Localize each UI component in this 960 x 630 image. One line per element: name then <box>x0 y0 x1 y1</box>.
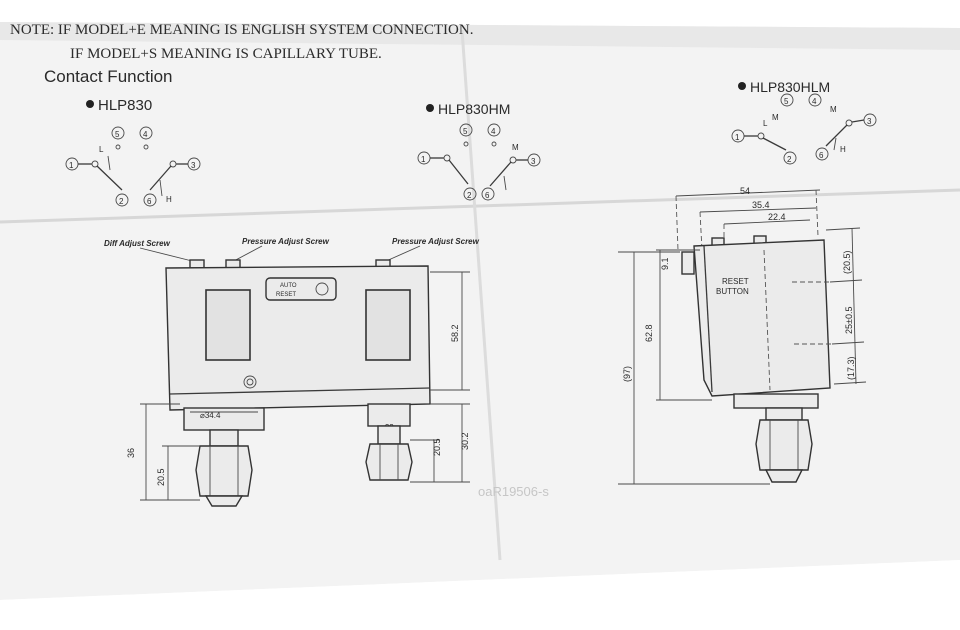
svg-text:1: 1 <box>735 133 740 142</box>
side-view-drawing: 54 35.4 22.4 RESET BUTTON 9.1 62.8 <box>618 186 867 485</box>
note-line-1: NOTE: IF MODEL+E MEANING IS ENGLISH SYST… <box>10 22 473 38</box>
terminal-icon <box>481 187 495 201</box>
terminal-icon <box>815 147 829 161</box>
diff-adjust-label: Diff Adjust Screw <box>104 239 171 248</box>
side-bellows <box>733 393 819 409</box>
dim-screw-height: 9.1 <box>660 257 670 270</box>
dim-middle: 25±0.5 <box>844 307 854 334</box>
svg-text:AUTO: AUTO <box>280 283 297 289</box>
terminal-icon <box>143 193 157 207</box>
right-fitting-nut <box>365 443 413 481</box>
svg-text:4: 4 <box>812 97 817 106</box>
svg-text:1: 1 <box>421 155 426 164</box>
svg-text:4: 4 <box>143 130 148 139</box>
svg-text:6: 6 <box>485 191 490 200</box>
svg-text:6: 6 <box>147 197 152 206</box>
pressure-adjust-label-left: Pressure Adjust Screw <box>242 237 330 246</box>
svg-text:6: 6 <box>819 151 824 160</box>
terminal-icon <box>111 126 125 140</box>
svg-text:5: 5 <box>463 127 468 136</box>
terminal-icon <box>808 93 822 107</box>
svg-text:H: H <box>166 195 172 204</box>
paper-shadow <box>0 22 960 50</box>
dim-left-total: 36 <box>126 448 136 458</box>
terminal-icon <box>115 193 129 207</box>
reset-button-label-2: BUTTON <box>716 287 749 296</box>
svg-text:3: 3 <box>531 157 536 166</box>
svg-text:3: 3 <box>191 161 196 170</box>
dim-right-total: 30.2 <box>460 432 470 450</box>
model-label-hlp830: HLP830 <box>98 97 152 114</box>
dim-left-fitting: 20.5 <box>156 468 166 486</box>
dim-bottom-gap: (17.3) <box>846 356 856 380</box>
bullet-icon <box>86 100 94 108</box>
model-label-hlp830hm: HLP830HM <box>438 101 510 117</box>
dim-right-fitting: 20.5 <box>432 438 442 456</box>
contact-diagram-hlp830: 1 5 4 L 2 3 6 H <box>65 126 201 207</box>
terminal-icon <box>783 151 797 165</box>
terminal-icon <box>459 123 473 137</box>
note-line-2: IF MODEL+S MEANING IS CAPILLARY TUBE. <box>70 46 382 62</box>
model-label-hlp830hlm: HLP830HLM <box>750 79 830 95</box>
terminal-icon <box>463 187 477 201</box>
adjust-screw <box>681 251 695 275</box>
terminal-icon <box>139 126 153 140</box>
section-title: Contact Function <box>44 67 173 86</box>
dim-top-gap: (20.5) <box>842 250 852 274</box>
bullet-icon <box>738 82 746 90</box>
svg-text:2: 2 <box>119 197 124 206</box>
screw-head <box>189 259 205 269</box>
terminal-icon <box>780 93 794 107</box>
fold-crease-horizontal <box>0 188 960 224</box>
table-surface <box>0 560 960 630</box>
bullet-icon <box>426 104 434 112</box>
svg-text:L: L <box>99 145 104 154</box>
side-fitting-nut <box>755 419 813 471</box>
svg-text:H: H <box>840 145 846 154</box>
fold-crease-vertical <box>460 29 502 561</box>
auto-reset-button <box>265 277 337 301</box>
side-body <box>693 239 831 397</box>
dim-body-height-side: 62.8 <box>644 324 654 342</box>
svg-text:1: 1 <box>69 161 74 170</box>
svg-text:L: L <box>763 119 768 128</box>
terminal-icon <box>487 123 501 137</box>
right-stem <box>377 425 401 445</box>
dim-width-inner: 22.4 <box>768 212 786 222</box>
contact-diagram-hlp830hm: 1 5 4 M 2 3 6 <box>417 123 541 201</box>
dim-width-total: 54 <box>740 186 750 196</box>
left-stem <box>209 429 239 447</box>
svg-text:5: 5 <box>115 130 120 139</box>
dim-overall-height: (97) <box>622 366 632 382</box>
reset-knob-icon <box>315 282 329 296</box>
left-setting-window <box>205 289 251 361</box>
left-bellows <box>183 407 265 431</box>
svg-text:4: 4 <box>491 127 496 136</box>
svg-text:2: 2 <box>467 191 472 200</box>
pressure-adjust-label-right: Pressure Adjust Screw <box>392 237 480 246</box>
front-view-drawing: Diff Adjust Screw Pressure Adjust Screw … <box>104 237 480 507</box>
svg-text:2: 2 <box>787 155 792 164</box>
svg-text:M: M <box>830 105 837 114</box>
mounting-hole-icon <box>243 375 257 389</box>
contact-diagram-hlp830hlm: 1 5 4 L M M 2 3 6 H <box>731 93 877 165</box>
svg-text:⌀34.4: ⌀34.4 <box>200 411 221 420</box>
right-setting-window <box>365 289 411 361</box>
svg-text:M: M <box>512 143 519 152</box>
svg-text:M: M <box>772 113 779 122</box>
svg-text:5: 5 <box>784 97 789 106</box>
dim-width-mid: 35.4 <box>752 200 770 210</box>
faded-bleed-text: oaR19506-s <box>478 484 549 499</box>
svg-text:3: 3 <box>867 117 872 126</box>
svg-text:RESET: RESET <box>276 292 296 298</box>
left-fitting-nut <box>195 445 253 497</box>
reset-button-label-1: RESET <box>722 277 749 286</box>
dim-body-height: 58.2 <box>450 324 460 342</box>
